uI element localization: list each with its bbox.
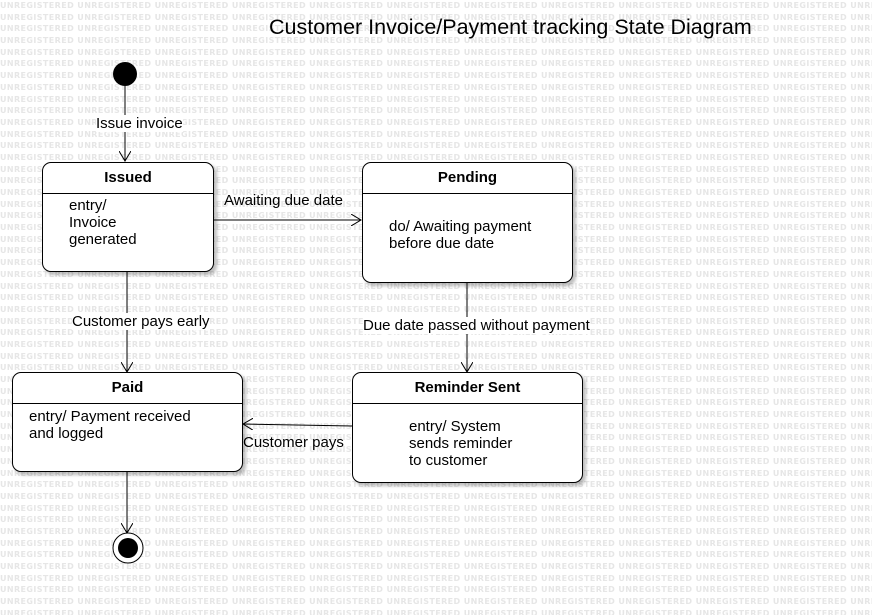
label-customer-pays: Customer pays — [243, 434, 344, 451]
label-awaiting-due-date: Awaiting due date — [224, 192, 343, 209]
label-issue-invoice: Issue invoice — [96, 115, 183, 132]
state-paid[interactable]: Paid entry/ Payment received and logged — [12, 372, 243, 472]
watermark-line: UNREGISTERED UNREGISTERED UNREGISTERED U… — [0, 491, 872, 501]
watermark-line: UNREGISTERED UNREGISTERED UNREGISTERED U… — [0, 82, 872, 92]
watermark-line: UNREGISTERED UNREGISTERED UNREGISTERED U… — [0, 71, 872, 81]
state-issued-name: Issued — [43, 163, 213, 194]
state-paid-name: Paid — [13, 373, 242, 404]
label-due-date-passed: Due date passed without payment — [363, 317, 590, 334]
watermark-line: UNREGISTERED UNREGISTERED UNREGISTERED U… — [0, 480, 872, 490]
transition-customer-pays[interactable] — [243, 424, 353, 426]
label-customer-pays-early: Customer pays early — [72, 313, 210, 330]
watermark-line: UNREGISTERED UNREGISTERED UNREGISTERED U… — [0, 550, 872, 560]
watermark-line: UNREGISTERED UNREGISTERED UNREGISTERED U… — [0, 515, 872, 525]
watermark-line: UNREGISTERED UNREGISTERED UNREGISTERED U… — [0, 117, 872, 127]
watermark-line: UNREGISTERED UNREGISTERED UNREGISTERED U… — [0, 585, 872, 595]
state-pending-body: do/ Awaiting payment before due date — [389, 218, 532, 252]
watermark-line: UNREGISTERED UNREGISTERED UNREGISTERED U… — [0, 106, 872, 116]
state-issued[interactable]: Issued entry/ Invoice generated — [42, 162, 214, 272]
watermark-line: UNREGISTERED UNREGISTERED UNREGISTERED U… — [0, 363, 872, 373]
watermark-line: UNREGISTERED UNREGISTERED UNREGISTERED U… — [0, 36, 872, 46]
watermark-line: UNREGISTERED UNREGISTERED UNREGISTERED U… — [0, 141, 872, 151]
watermark-line: UNREGISTERED UNREGISTERED UNREGISTERED U… — [0, 47, 872, 57]
watermark-line: UNREGISTERED UNREGISTERED UNREGISTERED U… — [0, 339, 872, 349]
state-paid-body: entry/ Payment received and logged — [29, 408, 191, 442]
watermark-line: UNREGISTERED UNREGISTERED UNREGISTERED U… — [0, 304, 872, 314]
watermark-line: UNREGISTERED UNREGISTERED UNREGISTERED U… — [0, 573, 872, 583]
watermark-line: UNREGISTERED UNREGISTERED UNREGISTERED U… — [0, 526, 872, 536]
watermark-line: UNREGISTERED UNREGISTERED UNREGISTERED U… — [0, 281, 872, 291]
watermark-line: UNREGISTERED UNREGISTERED UNREGISTERED U… — [0, 152, 872, 162]
state-pending-name: Pending — [363, 163, 572, 194]
state-reminder-sent-body: entry/ System sends reminder to customer — [409, 418, 513, 469]
watermark-line: UNREGISTERED UNREGISTERED UNREGISTERED U… — [0, 608, 872, 615]
watermark-line: UNREGISTERED UNREGISTERED UNREGISTERED U… — [0, 129, 872, 139]
watermark-line: UNREGISTERED UNREGISTERED UNREGISTERED U… — [0, 59, 872, 69]
watermark-line: UNREGISTERED UNREGISTERED UNREGISTERED U… — [0, 597, 872, 607]
state-pending[interactable]: Pending do/ Awaiting payment before due … — [362, 162, 573, 283]
watermark-line: UNREGISTERED UNREGISTERED UNREGISTERED U… — [0, 562, 872, 571]
watermark-line: UNREGISTERED UNREGISTERED UNREGISTERED U… — [0, 1, 872, 10]
diagram-title: Customer Invoice/Payment tracking State … — [269, 15, 752, 39]
state-reminder-sent-name: Reminder Sent — [353, 373, 582, 404]
watermark-line: UNREGISTERED UNREGISTERED UNREGISTERED U… — [0, 24, 872, 34]
watermark-line: UNREGISTERED UNREGISTERED UNREGISTERED U… — [0, 12, 872, 22]
initial-node[interactable] — [113, 62, 137, 86]
state-reminder-sent[interactable]: Reminder Sent entry/ System sends remind… — [352, 372, 583, 483]
final-node[interactable] — [112, 532, 144, 564]
watermark-line: UNREGISTERED UNREGISTERED UNREGISTERED U… — [0, 351, 872, 361]
watermark-line: UNREGISTERED UNREGISTERED UNREGISTERED U… — [0, 538, 872, 548]
watermark-line: UNREGISTERED UNREGISTERED UNREGISTERED U… — [0, 94, 872, 104]
state-issued-body: entry/ Invoice generated — [69, 197, 137, 248]
watermark-line: UNREGISTERED UNREGISTERED UNREGISTERED U… — [0, 293, 872, 303]
watermark-line: UNREGISTERED UNREGISTERED UNREGISTERED U… — [0, 503, 872, 513]
